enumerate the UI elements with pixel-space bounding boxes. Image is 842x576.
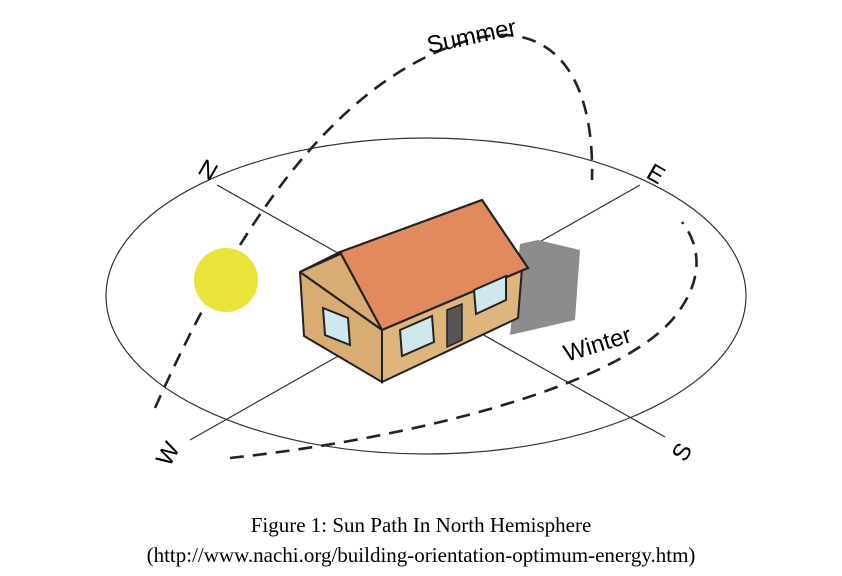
roof-ridge bbox=[299, 251, 341, 273]
front-window-left bbox=[398, 314, 436, 358]
front-window-right bbox=[472, 274, 507, 316]
east-label: E bbox=[642, 159, 669, 190]
front-door bbox=[446, 302, 463, 349]
sun-path-diagram: N E S W Summer Winter bbox=[105, 14, 747, 471]
roof-eave bbox=[299, 271, 383, 331]
west-label: W bbox=[151, 437, 186, 470]
horizon-ellipse bbox=[105, 137, 747, 455]
side-window bbox=[321, 306, 352, 347]
figure-caption-title: Figure 1: Sun Path In North Hemisphere bbox=[250, 513, 592, 537]
winter-path bbox=[229, 221, 698, 460]
north-label: N bbox=[193, 154, 222, 186]
house-roof bbox=[338, 198, 530, 332]
sun bbox=[194, 248, 258, 312]
south-label: S bbox=[667, 439, 698, 466]
winter-label: Winter bbox=[560, 322, 634, 368]
summer-label: Summer bbox=[425, 14, 519, 59]
house-shadow bbox=[510, 240, 580, 335]
figure-caption-source: (http://www.nachi.org/building-orientati… bbox=[146, 543, 696, 567]
